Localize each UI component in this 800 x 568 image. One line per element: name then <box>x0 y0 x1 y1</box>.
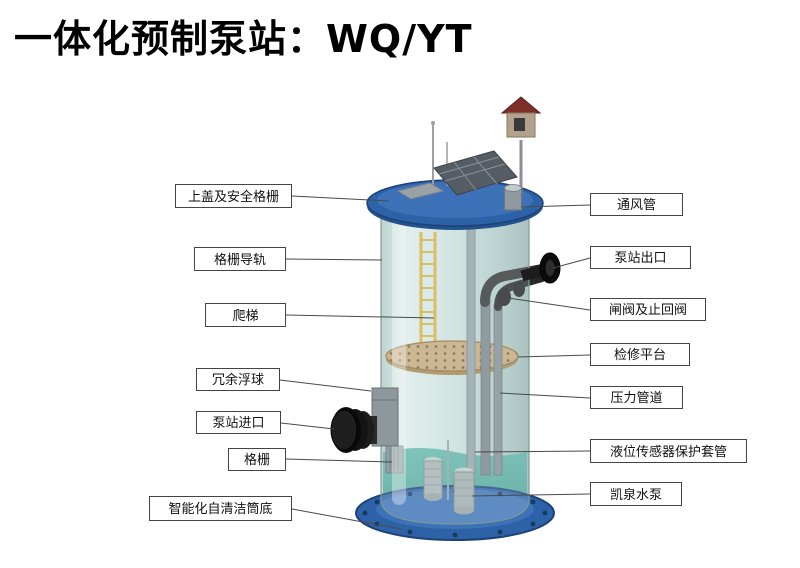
label-gate-valve-and-check-valve: 闸阀及止回阀 <box>590 298 706 321</box>
leader-line-level-sensor <box>474 450 591 453</box>
leader-line-pump-inlet <box>280 422 335 430</box>
gate-valve <box>497 288 511 306</box>
label-smart-self-cleaning-bottom: 智能化自清洁筒底 <box>149 496 292 521</box>
leader-line-maintenance-platform <box>517 354 591 358</box>
leader-line-self-cleaning-bottom <box>291 508 402 530</box>
leader-line-top-cover <box>291 195 390 202</box>
label-level-sensor-protective-sleeve: 液位传感器保护套管 <box>590 439 747 463</box>
label-kaiquan-water-pump: 凯泉水泵 <box>590 482 682 506</box>
leader-line-kaiquan-pump <box>471 493 591 497</box>
pressure-pipes <box>466 227 547 476</box>
tank-glass <box>380 205 530 525</box>
leader-line-grille-guide-rail <box>285 258 383 261</box>
label-pressure-pipe: 压力管道 <box>590 386 683 409</box>
label-redundant-float-ball: 冗余浮球 <box>196 368 280 391</box>
outlet-pipe-elbow <box>480 264 547 307</box>
outlet-pipe <box>520 252 561 284</box>
check-valve <box>513 281 525 297</box>
kaiquan-pumps <box>423 440 475 515</box>
instrument-house-roof <box>500 96 542 114</box>
leader-line-ladder <box>285 314 435 319</box>
leader-lines <box>279 195 591 530</box>
leader-line-vent-pipe <box>520 204 591 208</box>
leader-line-pressure-pipe <box>499 392 591 399</box>
label-ladder: 爬梯 <box>205 303 286 327</box>
leader-line-grille <box>285 458 393 463</box>
rooftop-equipment <box>396 96 542 211</box>
ladder <box>419 232 437 346</box>
page-title: 一体化预制泵站：WQ/YT <box>14 17 473 61</box>
lid-hatch <box>396 182 445 200</box>
label-pump-station-inlet: 泵站进口 <box>196 411 281 434</box>
leader-line-valves <box>507 297 591 311</box>
label-maintenance-platform: 检修平台 <box>590 343 690 366</box>
inlet-pipe <box>330 387 399 453</box>
leader-line-redundant-float <box>279 379 372 392</box>
label-vent-pipe: 通风管 <box>590 193 683 216</box>
label-grille: 格栅 <box>228 448 286 471</box>
leader-line-pump-outlet <box>552 257 591 269</box>
solar-panel <box>433 150 518 196</box>
label-top-cover-and-safety-grille: 上盖及安全格栅 <box>175 184 292 208</box>
label-grille-guide-rail: 格栅导轨 <box>194 247 286 271</box>
label-pump-station-outlet: 泵站出口 <box>590 246 691 269</box>
